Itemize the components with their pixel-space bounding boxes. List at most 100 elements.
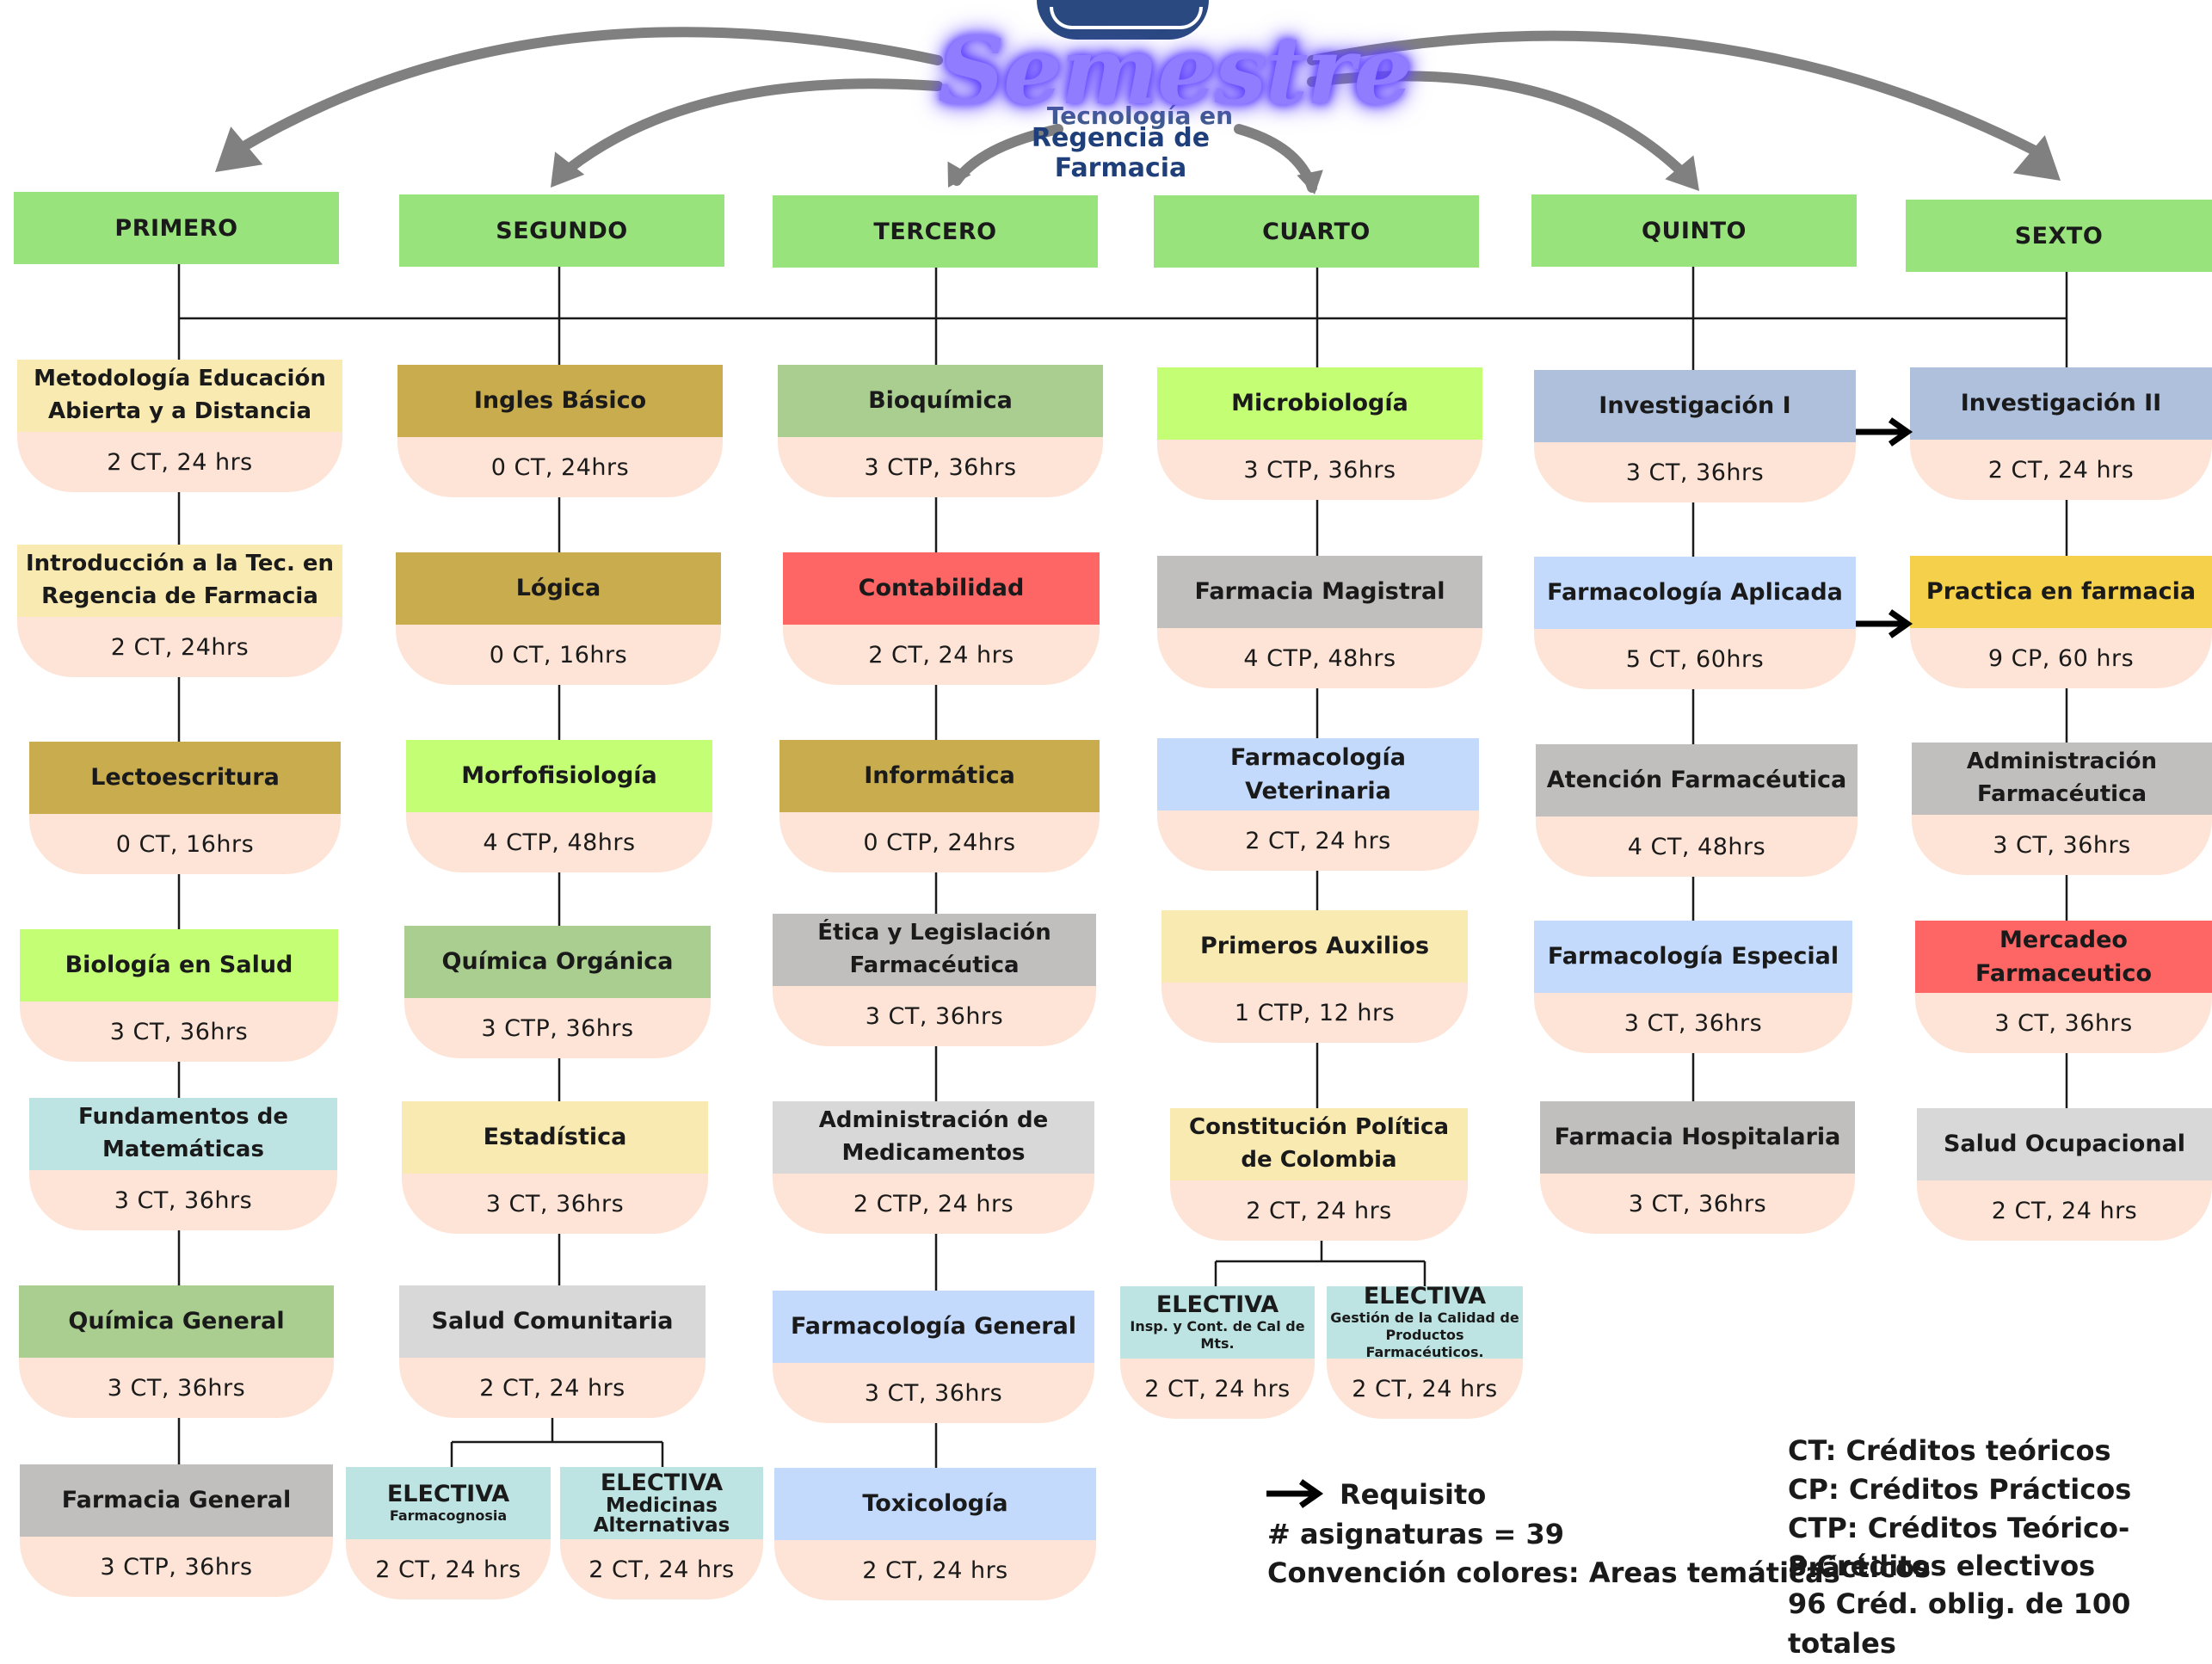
course-credits: 2 CT, 24 hrs — [1917, 1180, 2212, 1241]
elective-subject: Farmacognosia — [389, 1507, 508, 1524]
arc-arrowhead — [1665, 155, 1699, 191]
course-name: Estadística — [402, 1101, 708, 1174]
course-credits: 3 CT, 36hrs — [1534, 993, 1852, 1053]
course-name: Ética y Legislación Farmacéutica — [773, 914, 1096, 986]
requirement-arrow — [1856, 609, 1913, 638]
course-name: Informática — [779, 740, 1100, 812]
course-credits: 3 CTP, 36hrs — [20, 1537, 333, 1597]
course-credits: 0 CTP, 24hrs — [779, 812, 1100, 872]
course-credits: 5 CT, 60hrs — [1534, 629, 1856, 689]
course-name: Ingles Básico — [397, 365, 723, 437]
elective-title: ELECTIVA — [386, 1481, 510, 1508]
course-name: Salud Ocupacional — [1917, 1108, 2212, 1180]
course-credits: 3 CT, 36hrs — [1915, 993, 2212, 1053]
course-credits: 3 CT, 36hrs — [20, 1001, 338, 1062]
legend-asignaturas: # asignaturas = 39 — [1267, 1518, 1564, 1550]
logo-title: Semestre — [938, 17, 1413, 126]
arc-arrowhead — [2012, 135, 2061, 181]
course-name: Farmacología General — [773, 1291, 1094, 1363]
course-credits: 3 CT, 36hrs — [773, 986, 1096, 1046]
course-name: Lectoescritura — [29, 742, 341, 814]
semester-header-1: PRIMERO — [14, 192, 339, 264]
course-name: Farmacia General — [20, 1464, 333, 1537]
course-credits: 2 CT, 24hrs — [17, 617, 342, 677]
arc-to-primero — [231, 27, 943, 156]
course-credits: 3 CT, 36hrs — [773, 1363, 1094, 1423]
course-name: Farmacología Aplicada — [1534, 557, 1856, 629]
course-credits: 2 CT, 24 hrs — [17, 432, 342, 492]
course-credits: 2 CT, 24 hrs — [399, 1358, 705, 1418]
elective-subject: Insp. y Cont. de Cal de Mts. — [1130, 1317, 1305, 1352]
course-name: Toxicología — [774, 1468, 1096, 1540]
course-name: Biología en Salud — [20, 929, 338, 1001]
course-credits: 0 CT, 24hrs — [397, 437, 723, 497]
arc-to-segundo — [554, 78, 943, 182]
course-name: Contabilidad — [783, 552, 1100, 625]
elective-credits: 2 CT, 24 hrs — [1327, 1359, 1523, 1419]
course-credits: 0 CT, 16hrs — [396, 625, 721, 685]
course-name: Fundamentos de Matemáticas — [29, 1098, 337, 1170]
course-name: Administración Farmacéutica — [1912, 743, 2212, 815]
legend-totales: 96 Créd. oblig. de 100 totales — [1788, 1587, 2131, 1661]
semester-header-5: QUINTO — [1531, 194, 1857, 267]
course-credits: 3 CT, 36hrs — [1540, 1174, 1855, 1234]
course-credits: 3 CTP, 36hrs — [778, 437, 1103, 497]
course-credits: 3 CT, 36hrs — [19, 1358, 334, 1418]
elective-subject: Medicinas Alternativas — [593, 1494, 730, 1537]
requirement-arrow — [1856, 417, 1913, 447]
course-credits: 3 CTP, 36hrs — [404, 998, 711, 1058]
legend-requisito: Requisito — [1340, 1478, 1487, 1511]
elective-credits: 2 CT, 24 hrs — [346, 1539, 551, 1599]
elective-title: ELECTIVA — [1155, 1291, 1279, 1319]
course-credits: 3 CTP, 36hrs — [1157, 440, 1482, 500]
course-credits: 4 CTP, 48hrs — [406, 812, 712, 872]
legend-electivos: 8 Créditos electivos — [1788, 1550, 2096, 1582]
course-credits: 3 CT, 36hrs — [1534, 442, 1856, 502]
course-name: Lógica — [396, 552, 721, 625]
course-credits: 4 CTP, 48hrs — [1157, 628, 1482, 688]
course-name: Investigación I — [1534, 370, 1856, 442]
course-credits: 9 CP, 60 hrs — [1910, 628, 2212, 688]
semester-header-6: SEXTO — [1906, 200, 2212, 272]
logo-line1: Tecnología en — [1046, 102, 1234, 130]
legend-colores: Convención colores: Areas temáticas — [1267, 1556, 1840, 1589]
arc-arrowhead — [947, 161, 971, 188]
course-credits: 0 CT, 16hrs — [29, 814, 341, 874]
course-name: Farmacia Hospitalaria — [1540, 1101, 1855, 1174]
arc-arrowhead — [215, 126, 263, 172]
course-name: Introducción a la Tec. en Regencia de Fa… — [17, 545, 342, 617]
legend-ctp: CTP: Créditos Teórico-Prácticos — [1788, 1512, 2130, 1585]
arc-arrowhead — [1297, 169, 1323, 194]
course-name: Investigación II — [1910, 367, 2212, 440]
course-credits: 2 CT, 24 hrs — [783, 625, 1100, 685]
course-credits: 2 CT, 24 hrs — [1170, 1180, 1468, 1241]
elective-credits: 2 CT, 24 hrs — [1120, 1359, 1315, 1419]
legend-arrow-icon — [1266, 1479, 1324, 1508]
course-credits: 3 CT, 36hrs — [1912, 815, 2212, 875]
logo-line2: Regencia de Farmacia — [1031, 123, 1211, 183]
course-name: Practica en farmacia — [1910, 556, 2212, 628]
